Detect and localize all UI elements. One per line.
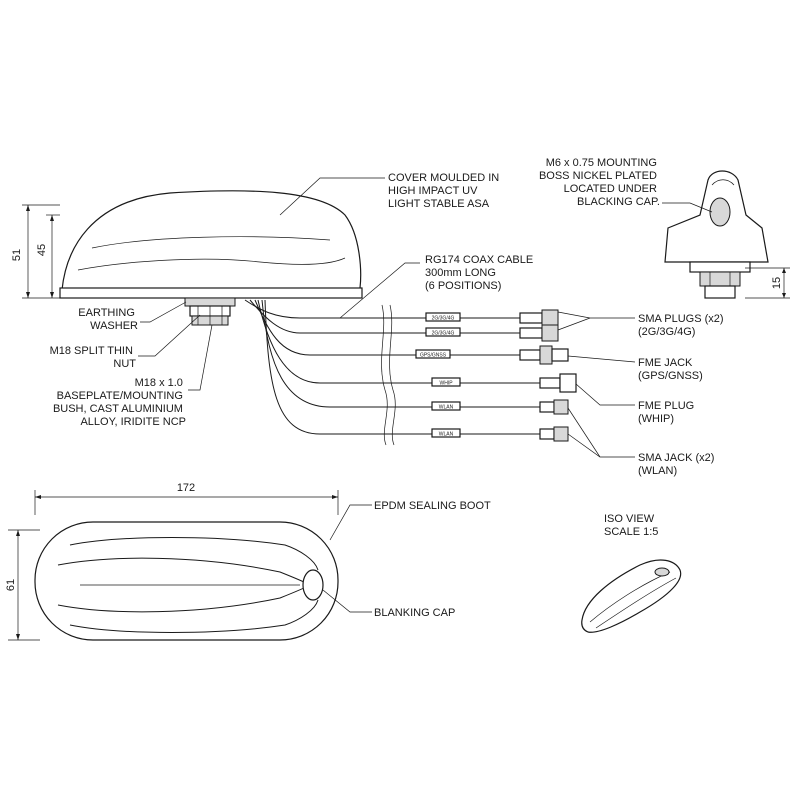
coax-cables bbox=[244, 299, 540, 446]
cable-tag: WLAN bbox=[439, 405, 454, 411]
base-plate bbox=[59, 287, 363, 299]
blanking-cap-end bbox=[709, 197, 731, 227]
blanking-cap-callout: BLANKING CAP bbox=[374, 607, 455, 619]
baseplate-callout: M18 x 1.0 BASEPLATE/MOUNTING BUSH, CAST … bbox=[53, 377, 186, 428]
iso-antenna-shape bbox=[581, 559, 682, 633]
leader-lines bbox=[138, 177, 636, 458]
dome-highlight bbox=[77, 257, 346, 271]
sma-jack-callout: SMA JACK (x2) (WLAN) bbox=[638, 452, 717, 477]
dimension-width: 61 bbox=[5, 579, 17, 591]
split-nut-callout: M18 SPLIT THIN NUT bbox=[50, 345, 137, 370]
earthing-washer-callout: EARTHING WASHER bbox=[78, 307, 138, 332]
top-view: 172 61 EPDM SEALING BOOT BLANKING CAP bbox=[5, 482, 491, 641]
sma-plug-connectors bbox=[519, 309, 559, 342]
sealing-boot-outline bbox=[34, 521, 339, 641]
mounting-bush bbox=[184, 297, 236, 326]
fme-jack-callout: FME JACK (GPS/GNSS) bbox=[638, 357, 703, 382]
cable-tag: 2G/3G/4G bbox=[432, 331, 455, 337]
end-view: 15 M6 x 0.75 MOUNTING BOSS NICKEL PLATED… bbox=[539, 157, 790, 299]
iso-view-label: ISO VIEW SCALE 1:5 bbox=[604, 513, 658, 538]
sma-plugs-callout: SMA PLUGS (x2) (2G/3G/4G) bbox=[638, 313, 727, 338]
height-dimension-lines bbox=[22, 204, 60, 299]
blanking-cap bbox=[302, 569, 324, 601]
mounting-boss-callout: M6 x 0.75 MOUNTING BOSS NICKEL PLATED LO… bbox=[539, 157, 660, 208]
cable-tag: 2G/3G/4G bbox=[432, 316, 455, 322]
sma-jack-connectors bbox=[539, 399, 569, 442]
cable-tag: GPS/GNSS bbox=[420, 353, 447, 359]
cable-tags: 2G/3G/4G 2G/3G/4G GPS/GNSS WHIP WLAN WLA… bbox=[415, 312, 461, 438]
dimension-boss-height: 15 bbox=[771, 277, 783, 289]
cable-tag: WHIP bbox=[439, 381, 453, 387]
fme-jack-connector bbox=[519, 345, 569, 365]
side-view: 51 45 2G/ bbox=[11, 172, 727, 477]
coax-cable-callout: RG174 COAX CABLE 300mm LONG (6 POSITIONS… bbox=[425, 254, 536, 292]
fme-plug-callout: FME PLUG (WHIP) bbox=[638, 400, 697, 425]
iso-view: ISO VIEW SCALE 1:5 bbox=[581, 513, 682, 633]
dimension-height-body: 45 bbox=[36, 244, 48, 256]
dimension-height-total: 51 bbox=[11, 249, 23, 261]
cable-tag: WLAN bbox=[439, 432, 454, 438]
antenna-dome bbox=[61, 190, 362, 291]
cover-callout: COVER MOULDED IN HIGH IMPACT UV LIGHT ST… bbox=[388, 172, 502, 210]
dimension-length: 172 bbox=[177, 482, 195, 494]
sealing-boot-callout: EPDM SEALING BOOT bbox=[374, 500, 491, 512]
fme-plug-connector bbox=[539, 373, 577, 393]
